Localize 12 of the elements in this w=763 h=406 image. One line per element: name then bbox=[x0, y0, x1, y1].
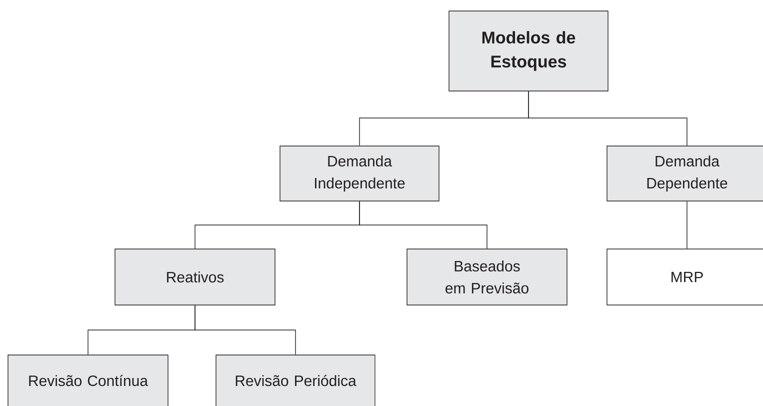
hierarchy-box: Reativos bbox=[114, 248, 276, 306]
hierarchy-box: Revisão Contínua bbox=[8, 354, 168, 406]
hierarchy-box: Baseados em Previsão bbox=[406, 248, 568, 306]
connector-line bbox=[194, 304, 296, 355]
hierarchy-box: MRP bbox=[606, 248, 763, 306]
hierarchy-box: Revisão Periódica bbox=[216, 354, 376, 406]
connector-line bbox=[686, 201, 688, 249]
connector-line bbox=[359, 201, 488, 249]
hierarchy-box: Demanda Independente bbox=[280, 146, 440, 202]
connector-line bbox=[528, 91, 688, 146]
hierarchy-box: Modelos de Estoques bbox=[448, 10, 608, 92]
hierarchy-box: Demanda Dependente bbox=[606, 146, 763, 202]
